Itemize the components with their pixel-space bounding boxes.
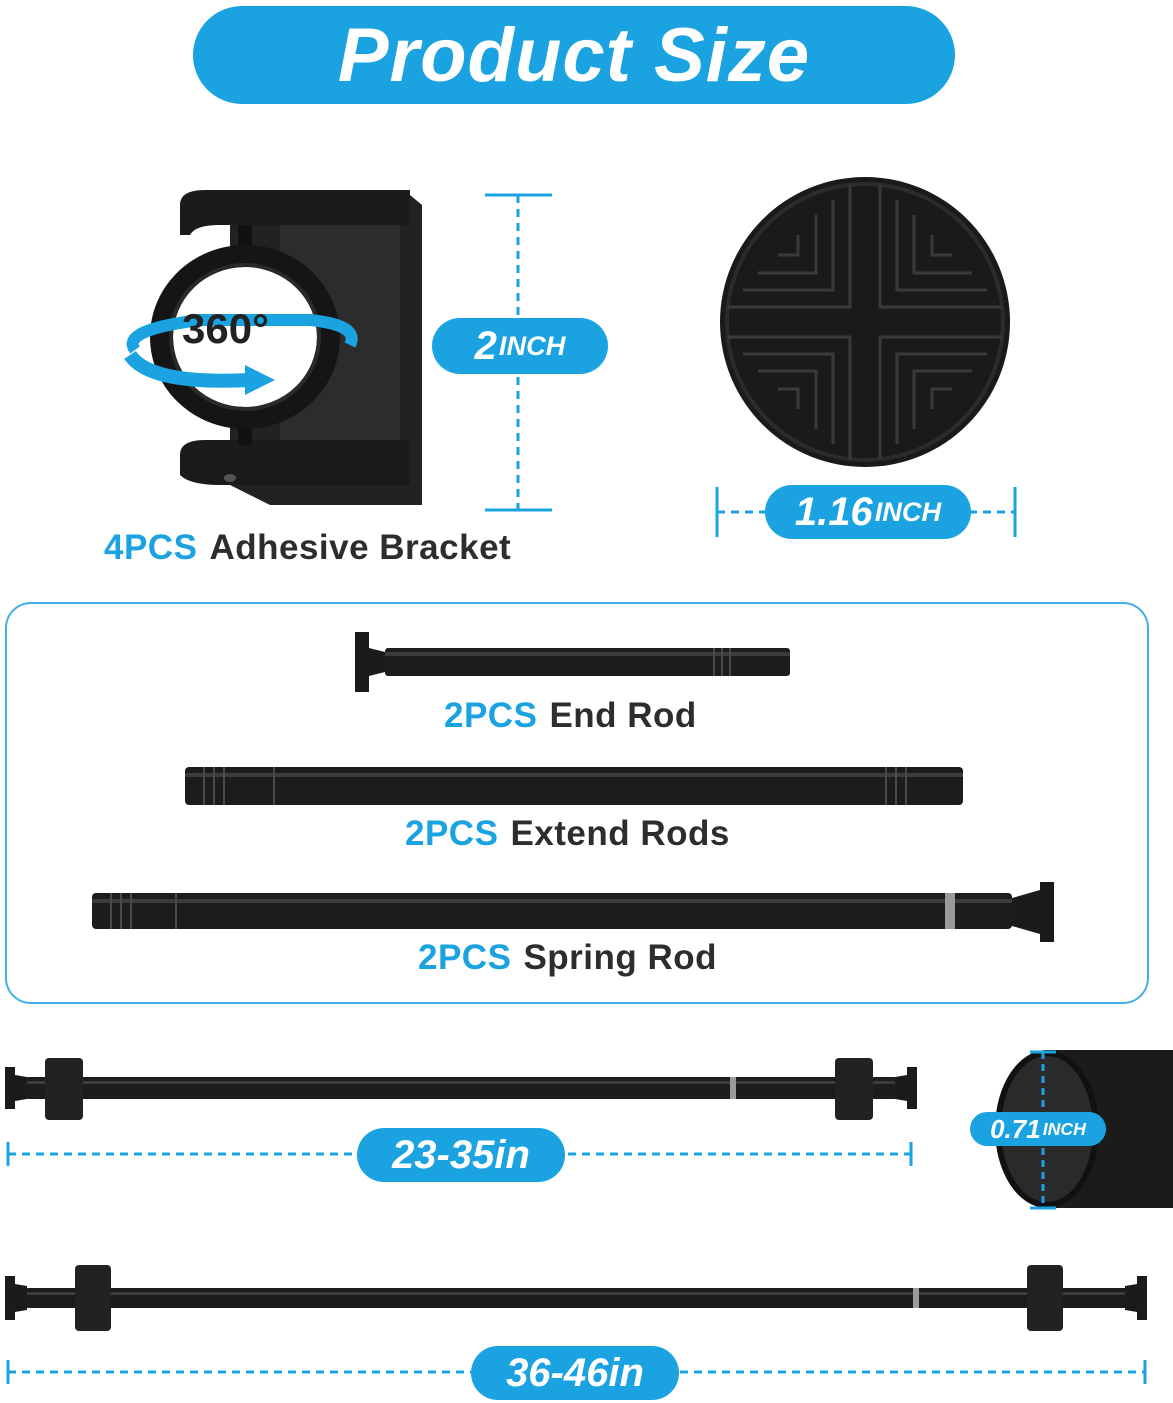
bracket-caption: 4PCS Adhesive Bracket — [104, 528, 511, 568]
end-rod-quantity: 2PCS — [444, 696, 538, 735]
long-assembly-image — [5, 1265, 1147, 1331]
adhesive-bracket-image — [124, 190, 422, 505]
short-length-badge: 23-35in — [357, 1128, 565, 1182]
long-length-badge: 36-46in — [471, 1346, 679, 1400]
spring-rod-caption: 2PCS Spring Rod — [418, 938, 717, 978]
rotation-label: 360° — [182, 305, 269, 352]
adhesive-pad-image — [720, 177, 1010, 467]
extend-rods-name: Extend Rods — [510, 814, 730, 853]
spring-rod-name: Spring Rod — [523, 938, 718, 977]
pad-diameter-value: 1.16 — [794, 489, 873, 534]
tube-diameter-value: 0.71 — [990, 1113, 1041, 1144]
bracket-height-value: 2 — [474, 323, 497, 368]
spring-rod-quantity: 2PCS — [418, 938, 512, 977]
extend-rod-image — [185, 767, 963, 805]
bracket-quantity: 4PCS — [104, 528, 198, 567]
end-rod-name: End Rod — [549, 696, 697, 735]
end-rod-image — [355, 632, 790, 692]
long-length-dimension-line — [6, 1360, 1147, 1384]
extend-rods-caption: 2PCS Extend Rods — [405, 814, 730, 854]
bracket-height-unit: INCH — [498, 330, 566, 361]
page-title: Product Size — [193, 6, 955, 104]
pad-diameter-unit: INCH — [874, 496, 942, 527]
parts-panel — [5, 602, 1149, 1004]
short-assembly-image — [5, 1058, 917, 1120]
end-rod-caption: 2PCS End Rod — [444, 696, 697, 736]
extend-rods-quantity: 2PCS — [405, 814, 499, 853]
spring-rod-image — [92, 882, 1054, 942]
tube-diameter-unit: INCH — [1042, 1118, 1086, 1139]
bracket-name: Adhesive Bracket — [209, 528, 512, 567]
